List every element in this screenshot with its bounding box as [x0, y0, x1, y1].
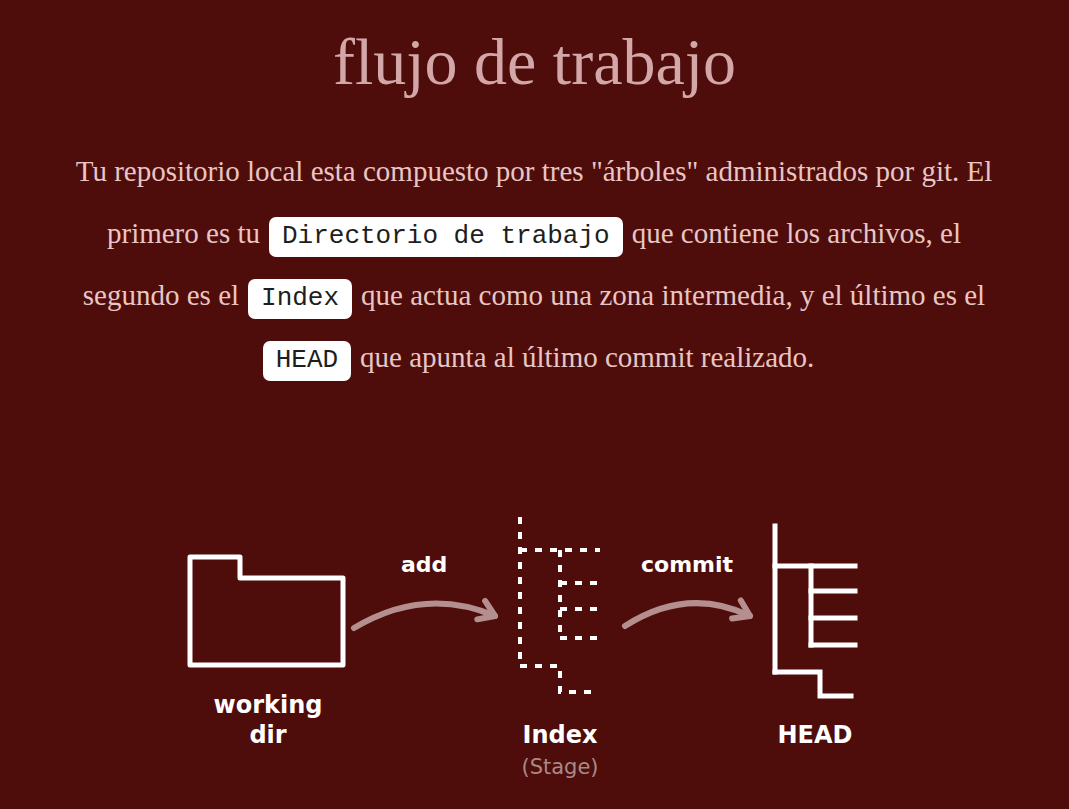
- tree-trunk: [558, 550, 562, 640]
- flow-arrow: [354, 601, 495, 628]
- tree-trunk: [809, 566, 814, 645]
- folder-icon: [190, 557, 343, 665]
- tree-branch: [520, 666, 592, 692]
- tree-trunk: [773, 526, 778, 672]
- code-chip: Directorio de trabajo: [269, 217, 623, 257]
- code-chip: Index: [248, 279, 352, 319]
- code-chip: HEAD: [263, 341, 351, 381]
- node-label: HEAD: [750, 720, 880, 750]
- illustration-node: HEAD: [750, 518, 880, 809]
- tree-branch: [775, 672, 851, 696]
- tree-branch: [811, 643, 855, 648]
- node-label: Index: [495, 720, 625, 750]
- flow-arrow: [625, 600, 750, 626]
- tree-branch: [775, 564, 855, 569]
- node-sublabel: (Stage): [495, 754, 625, 780]
- illustration-node: working dir: [182, 548, 354, 809]
- arrow-label: commit: [641, 552, 733, 578]
- arrow-curve: [354, 604, 495, 629]
- arrow-head: [732, 600, 750, 618]
- arrow-label: add: [401, 552, 447, 578]
- index-tree: [520, 517, 605, 692]
- tree-branch: [560, 607, 605, 611]
- node-label: working dir: [206, 690, 331, 750]
- paragraph-text: que apunta al último commit realizado.: [360, 341, 814, 373]
- arrow-curve: [625, 603, 750, 626]
- head-tree: [775, 526, 855, 696]
- intro-paragraph: Tu repositorio local esta compuesto por …: [74, 140, 994, 388]
- tree-branch: [811, 616, 855, 621]
- tree-branch: [560, 636, 605, 640]
- tree-branch: [811, 589, 855, 594]
- tree-trunk: [518, 517, 522, 665]
- illustration-node: Index (Stage): [495, 512, 625, 809]
- arrow-head: [477, 601, 495, 619]
- page-title: flujo de trabajo: [0, 22, 1069, 101]
- tree-branch: [560, 581, 603, 585]
- paragraph-text: que actua como una zona intermedia, y el…: [361, 279, 985, 311]
